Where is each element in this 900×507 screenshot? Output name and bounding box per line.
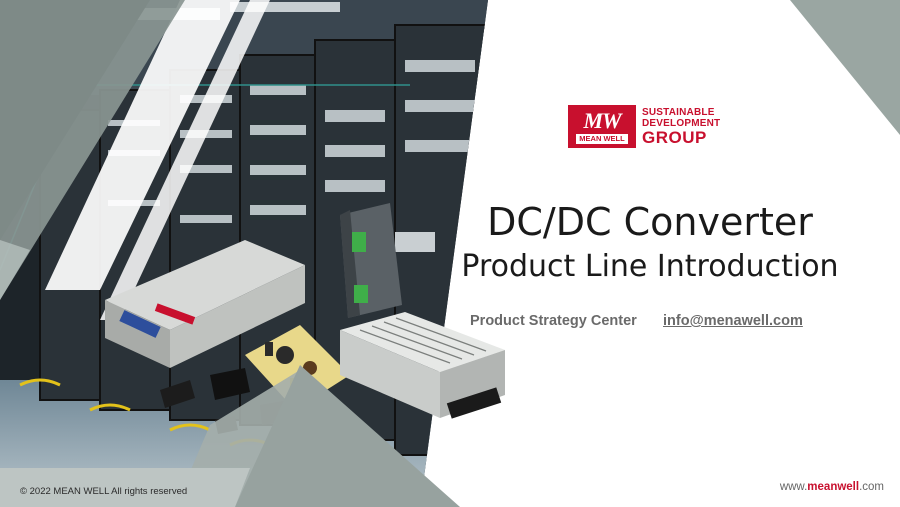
department-label: Product Strategy Center — [470, 313, 637, 329]
footer-strip — [0, 468, 250, 507]
left-dark-panel — [0, 0, 150, 240]
website-link[interactable]: www.meanwell.com — [780, 481, 884, 493]
logo-line-group: GROUP — [642, 127, 707, 147]
contact-email-link[interactable]: info@menawell.com — [663, 313, 803, 329]
logo-brand-text: MEAN WELL — [576, 133, 628, 144]
slide-title: DC/DC Converter — [487, 200, 813, 244]
din-rail-psu-image — [340, 203, 435, 318]
corner-triangle-top-right — [790, 0, 900, 135]
logo-mark-text: MW — [583, 107, 621, 133]
website-suffix: .com — [859, 481, 884, 493]
company-logo: MW MEAN WELL SUSTAINABLE DEVELOPMENT GRO… — [568, 105, 720, 148]
logo-tagline: SUSTAINABLE DEVELOPMENT GROUP — [642, 107, 720, 147]
website-prefix: www. — [779, 481, 808, 493]
bottom-slate-triangle — [235, 365, 460, 507]
terminal-psu-image — [340, 312, 505, 419]
logo-line-development: DEVELOPMENT — [642, 117, 721, 129]
diagonal-stripe — [45, 0, 240, 290]
website-brand: meanwell — [807, 481, 860, 493]
enclosed-psu-image — [105, 240, 305, 368]
copyright-text: © 2022 MEAN WELL All rights reserved — [20, 486, 188, 497]
mean-well-logo-mark: MW MEAN WELL — [568, 105, 636, 148]
slide-subtitle: Product Line Introduction — [461, 249, 839, 284]
logo-line-sustainable: SUSTAINABLE — [642, 106, 715, 118]
diagonal-stripe — [100, 0, 270, 320]
